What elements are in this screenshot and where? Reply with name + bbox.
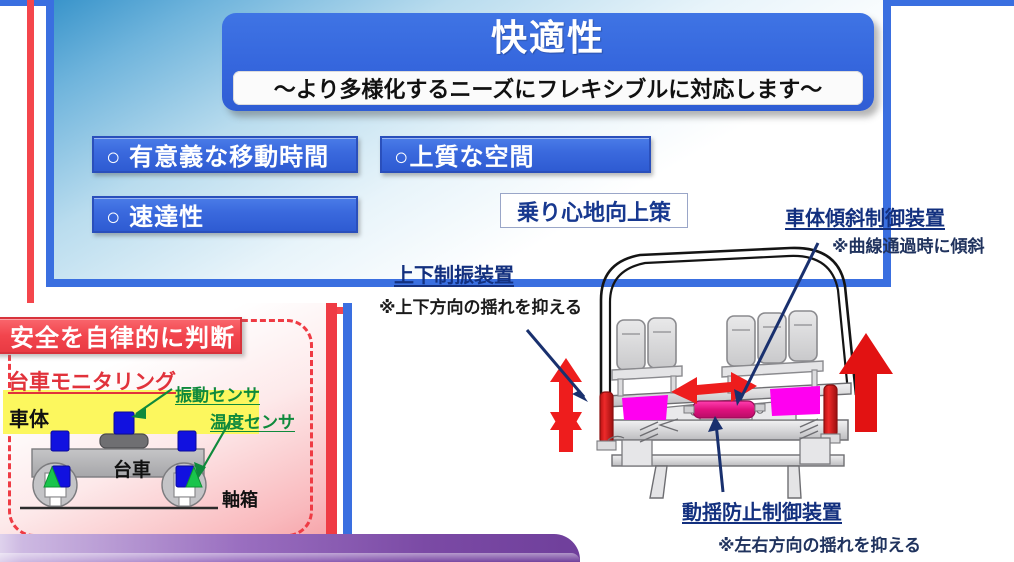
title-banner: 快適性 ～より多様化するニーズにフレキシブルに対応します～	[222, 13, 874, 111]
arrow-up-icon	[839, 333, 893, 432]
bogie-monitoring-panel: 安全を自律的に判断 台車モニタリング	[0, 303, 336, 553]
yaw-damper-actuator	[683, 400, 766, 419]
bogie-monitoring-subtitle: 台車モニタリング	[8, 371, 176, 394]
annotation-note-tilt-control: ※曲線通過時に傾斜	[832, 237, 985, 256]
bullet-plate-meaningful-travel-time[interactable]: ○ 有意義な移動時間	[92, 136, 358, 173]
annotation-title-yaw-damper: 動揺防止制御装置	[682, 502, 842, 524]
annotation-note-vertical-damper: ※上下方向の揺れを抑える	[379, 298, 583, 317]
seat-group-right	[721, 310, 824, 394]
ride-comfort-label: 乗り心地向上策	[516, 199, 671, 225]
air-spring-left	[622, 395, 668, 420]
double-arrow-vertical-icon	[550, 358, 582, 452]
bullet-plate-label: ○ 有意義な移動時間	[106, 144, 330, 171]
air-spring-right	[770, 386, 820, 416]
bullet-plate-quality-space[interactable]: ○上質な空間	[380, 136, 651, 173]
panel-red-edge-band	[326, 303, 337, 553]
seat-group-left	[611, 317, 683, 397]
panel-blue-edge-band	[343, 303, 352, 553]
vertical-damper-left	[596, 391, 617, 451]
page-subtitle: ～より多様化するニーズにフレキシブルに対応します～	[273, 77, 823, 102]
bottom-purple-bar-highlight	[0, 553, 580, 562]
bullet-plate-label: ○ 速達性	[106, 204, 205, 231]
leader-arrowheads	[572, 389, 744, 432]
annotation-note-yaw-damper: ※左右方向の揺れを抑える	[718, 536, 922, 555]
ride-comfort-box: 乗り心地向上策	[500, 193, 688, 228]
bottom-purple-bar	[0, 534, 580, 562]
label-bogie: 台車	[113, 460, 152, 481]
bullet-plate-speed[interactable]: ○ 速達性	[92, 196, 358, 233]
bogie-frame	[607, 399, 849, 441]
label-vibration-sensor: 振動センサ	[175, 386, 260, 405]
wheelset	[607, 418, 845, 499]
subtitle-box: ～より多様化するニーズにフレキシブルに対応します～	[233, 71, 863, 105]
annotation-title-vertical-damper: 上下制振装置	[394, 265, 514, 287]
bullet-plate-label: ○上質な空間	[394, 144, 535, 171]
annotation-title-tilt-control: 車体傾斜制御装置	[785, 208, 945, 230]
label-carbody: 車体	[9, 409, 49, 431]
safety-judgement-banner: 安全を自律的に判断	[0, 317, 242, 354]
label-temperature-sensor: 温度センサ	[210, 413, 295, 432]
double-arrow-horizontal-icon	[671, 372, 757, 404]
label-axlebox: 軸箱	[222, 490, 258, 510]
car-floor	[605, 382, 852, 408]
safety-judgement-label: 安全を自律的に判断	[10, 325, 235, 352]
page-title: 快適性	[490, 17, 605, 58]
vertical-damper-right	[820, 384, 841, 444]
